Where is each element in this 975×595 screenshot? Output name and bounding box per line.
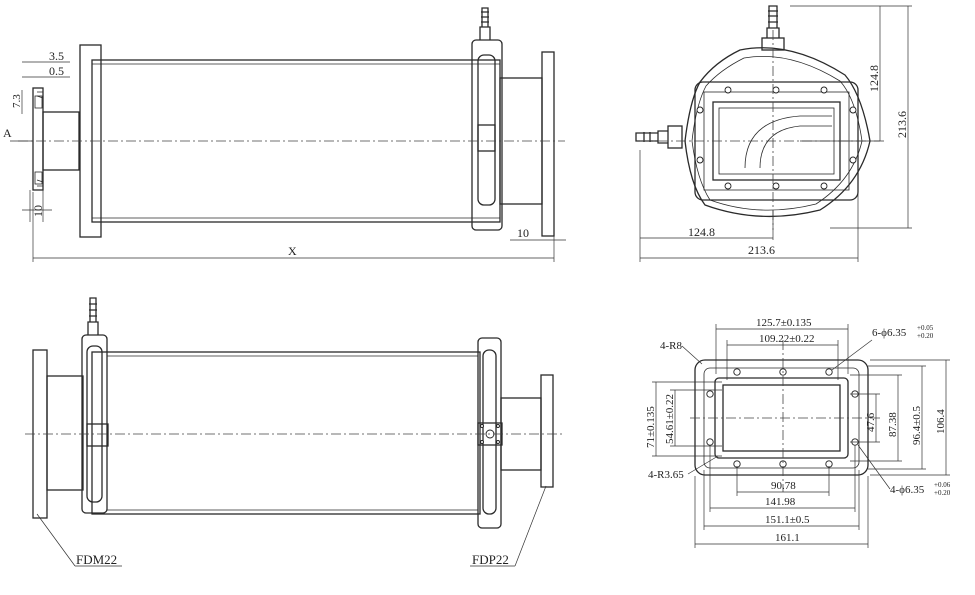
hose-nozzle xyxy=(479,7,491,40)
dim-4-r8: 4-R8 xyxy=(660,340,683,352)
dim-4-holes-tol-up: +0.06 xyxy=(934,481,951,489)
dim-10-left: 10 xyxy=(31,205,45,217)
dim-54-61: 54.61±0.22 xyxy=(664,394,676,444)
dim-96-4: 96.4±0.5 xyxy=(911,405,923,445)
dim-6-holes-tol-up: +0.05 xyxy=(917,324,934,332)
dim-x: X xyxy=(288,244,297,258)
dim-161-1: 161.1 xyxy=(775,532,800,544)
dim-4-holes-tol-dn: +0.20 xyxy=(934,489,951,497)
dim-4-holes: 4-ϕ6.35 xyxy=(890,484,925,496)
dim-213-6-horizontal: 213.6 xyxy=(748,243,775,257)
dim-213-6-vertical: 213.6 xyxy=(895,111,909,138)
end-bolt-holes xyxy=(696,86,857,190)
dim-125-7: 125.7±0.135 xyxy=(756,317,812,329)
bottom-hose-nozzle xyxy=(87,297,99,335)
label-fdp22: FDP22 xyxy=(472,552,509,567)
dim-47-6: 47.6 xyxy=(865,412,877,432)
dim-124-8-horizontal: 124.8 xyxy=(688,225,715,239)
top-end-view: 124.8 213.6 124.8 213.6 xyxy=(635,5,912,262)
dim-10-right: 10 xyxy=(517,226,529,240)
dim-87-38: 87.38 xyxy=(887,412,899,437)
dim-106-4: 106.4 xyxy=(935,409,947,434)
flange-bolt-holes xyxy=(706,368,859,468)
bottom-side-view: FDM22 FDP22 xyxy=(25,297,565,567)
cooling-jacket-right xyxy=(471,39,503,231)
flange-outline xyxy=(694,359,869,476)
dim-7-3: 7.3 xyxy=(11,94,23,108)
top-side-view: 3.5 0.5 7.3 A 10 X 10 xyxy=(3,7,566,262)
water-fitting-left xyxy=(86,423,109,447)
left-thin-flange xyxy=(32,87,44,191)
dim-0-5: 0.5 xyxy=(49,64,64,78)
bottom-main-tube xyxy=(91,351,481,515)
body-right-flange xyxy=(541,51,555,237)
dim-71: 71±0.135 xyxy=(645,406,657,448)
dim-109-22: 109.22±0.22 xyxy=(759,333,815,345)
dim-6-holes: 6-ϕ6.35 xyxy=(872,327,907,339)
dim-124-8-vertical: 124.8 xyxy=(867,65,881,92)
bottom-flange-view: 125.7±0.135 109.22±0.22 6-ϕ6.35 +0.05 +0… xyxy=(645,317,951,548)
dim-3-5: 3.5 xyxy=(49,49,64,63)
dim-90-78: 90.78 xyxy=(771,480,796,492)
fdp22-flange xyxy=(540,374,554,488)
dim-4-r365: 4-R3.65 xyxy=(648,469,684,481)
dim-141-98: 141.98 xyxy=(765,496,796,508)
dim-151-1: 151.1±0.5 xyxy=(765,514,810,526)
dim-6-holes-tol-dn: +0.20 xyxy=(917,332,934,340)
label-fdm22: FDM22 xyxy=(76,552,117,567)
section-a-label: A xyxy=(3,126,12,140)
